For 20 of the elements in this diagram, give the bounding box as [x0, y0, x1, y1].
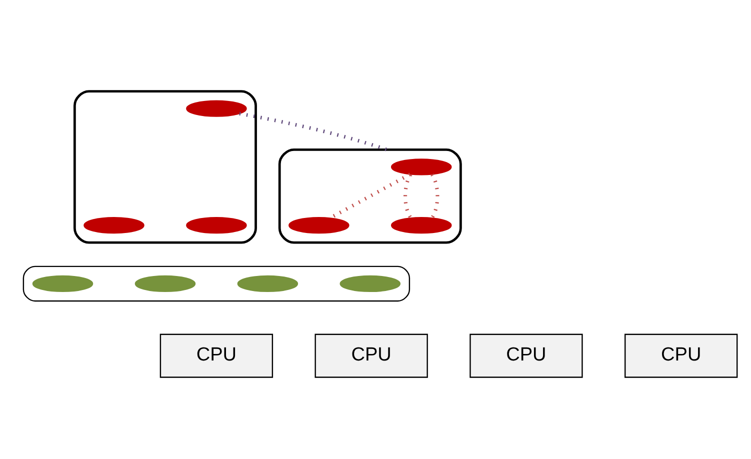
- node-wave: [32, 275, 94, 292]
- connector: [239, 112, 388, 152]
- connector: [430, 174, 440, 219]
- node-box: CPU: [624, 334, 738, 378]
- node-wave: [390, 217, 452, 234]
- node-wave: [84, 217, 144, 234]
- node-wave: [134, 275, 196, 292]
- node-box: CPU: [314, 334, 428, 378]
- node-box: CPU: [160, 334, 274, 378]
- cluster: [22, 266, 410, 302]
- node-wave: [186, 217, 247, 234]
- cluster: [278, 148, 462, 244]
- node-wave: [237, 275, 298, 292]
- node-wave: [340, 275, 401, 292]
- cluster: [73, 90, 257, 244]
- node-box: CPU: [470, 334, 583, 378]
- node-wave: [288, 217, 350, 234]
- node-wave: [186, 100, 247, 117]
- connector: [404, 174, 412, 219]
- node-wave: [390, 158, 452, 176]
